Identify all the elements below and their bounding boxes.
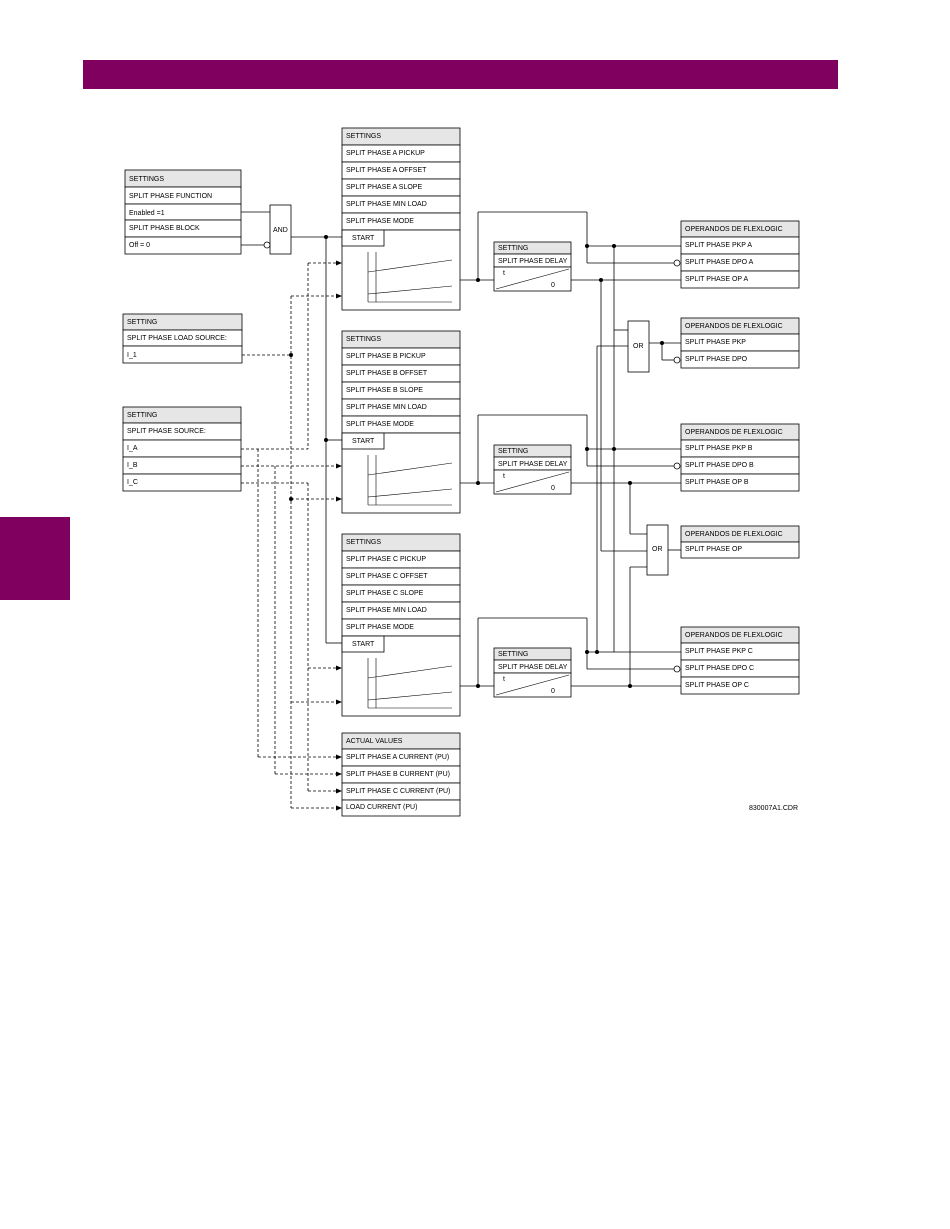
operand-op-a: SPLIT PHASE OP A xyxy=(685,276,748,283)
phase-source-ic: I_C xyxy=(127,479,138,486)
operand-pkp-c: SPLIT PHASE PKP C xyxy=(685,648,753,655)
section-tab xyxy=(0,517,70,600)
or-gate-op-label: OR xyxy=(652,546,663,553)
phase-c-min-load: SPLIT PHASE MIN LOAD xyxy=(346,607,427,614)
phase-source-label: SPLIT PHASE SOURCE: xyxy=(127,428,206,435)
settings-function-block: SETTINGS SPLIT PHASE FUNCTION Enabled =1… xyxy=(124,169,242,255)
or-gate-pkp: OR xyxy=(627,320,650,373)
operands-op-header: OPERANDOS DE FLEXLOGIC xyxy=(685,531,783,538)
phase-c-offset: SPLIT PHASE C OFFSET xyxy=(346,573,428,580)
delay-b-zero: 0 xyxy=(551,485,555,492)
delay-a-t: t xyxy=(503,270,505,277)
phase-source-block: SETTING SPLIT PHASE SOURCE: I_A I_B I_C xyxy=(122,406,242,492)
delay-c: SETTING SPLIT PHASE DELAY t 0 xyxy=(493,647,572,698)
phase-source-header: SETTING xyxy=(127,412,157,419)
or-gate-pkp-label: OR xyxy=(633,343,644,350)
operand-pkp-b: SPLIT PHASE PKP B xyxy=(685,445,753,452)
phase-c-slope: SPLIT PHASE C SLOPE xyxy=(346,590,424,597)
phase-c-start: START xyxy=(352,641,375,648)
delay-c-t: t xyxy=(503,676,505,683)
operands-c-header: OPERANDOS DE FLEXLOGIC xyxy=(685,632,783,639)
operand-dpo-b: SPLIT PHASE DPO B xyxy=(685,462,754,469)
delay-b-header: SETTING xyxy=(498,448,528,455)
block-value: Off = 0 xyxy=(129,242,150,249)
phase-c-mode: SPLIT PHASE MODE xyxy=(346,624,414,631)
phase-b-settings: SETTINGS SPLIT PHASE B PICKUP SPLIT PHAS… xyxy=(341,330,461,514)
phase-c-header: SETTINGS xyxy=(346,539,381,546)
phase-a-start: START xyxy=(352,235,375,242)
phase-b-offset: SPLIT PHASE B OFFSET xyxy=(346,370,428,377)
phase-b-min-load: SPLIT PHASE MIN LOAD xyxy=(346,404,427,411)
and-gate: AND xyxy=(269,204,292,255)
operand-pkp-a: SPLIT PHASE PKP A xyxy=(685,242,752,249)
and-gate-label: AND xyxy=(273,227,288,234)
delay-c-zero: 0 xyxy=(551,688,555,695)
operand-dpo: SPLIT PHASE DPO xyxy=(685,356,748,363)
or-gate-op: OR xyxy=(646,524,669,576)
delay-c-label: SPLIT PHASE DELAY xyxy=(498,664,568,671)
phase-b-pickup: SPLIT PHASE B PICKUP xyxy=(346,353,426,360)
phase-c-settings: SETTINGS SPLIT PHASE C PICKUP SPLIT PHAS… xyxy=(341,533,461,717)
header-band xyxy=(83,60,838,89)
actual-load-current: LOAD CURRENT (PU) xyxy=(346,804,417,811)
load-source-header: SETTING xyxy=(127,319,157,326)
delay-b-t: t xyxy=(503,473,505,480)
settings-header: SETTINGS xyxy=(129,176,164,183)
actual-c-current: SPLIT PHASE C CURRENT (PU) xyxy=(346,788,450,795)
phase-source-ia: I_A xyxy=(127,445,138,452)
operand-op-c: SPLIT PHASE OP C xyxy=(685,682,749,689)
delay-a-label: SPLIT PHASE DELAY xyxy=(498,258,568,265)
load-source-label: SPLIT PHASE LOAD SOURCE: xyxy=(127,335,227,342)
operands-pkp-header: OPERANDOS DE FLEXLOGIC xyxy=(685,323,783,330)
function-label: SPLIT PHASE FUNCTION xyxy=(129,193,212,200)
actual-b-current: SPLIT PHASE B CURRENT (PU) xyxy=(346,771,450,778)
phase-c-pickup: SPLIT PHASE C PICKUP xyxy=(346,556,426,563)
delay-a-zero: 0 xyxy=(551,282,555,289)
phase-a-mode: SPLIT PHASE MODE xyxy=(346,218,414,225)
phase-b-mode: SPLIT PHASE MODE xyxy=(346,421,414,428)
operand-op: SPLIT PHASE OP xyxy=(685,546,742,553)
delay-c-header: SETTING xyxy=(498,651,528,658)
delay-b: SETTING SPLIT PHASE DELAY t 0 xyxy=(493,444,572,495)
actual-a-current: SPLIT PHASE A CURRENT (PU) xyxy=(346,754,449,761)
operand-op-b: SPLIT PHASE OP B xyxy=(685,479,749,486)
actual-values-block: ACTUAL VALUES SPLIT PHASE A CURRENT (PU)… xyxy=(341,732,461,817)
delay-b-label: SPLIT PHASE DELAY xyxy=(498,461,568,468)
block-label: SPLIT PHASE BLOCK xyxy=(129,225,200,232)
phase-a-slope: SPLIT PHASE A SLOPE xyxy=(346,184,422,191)
phase-b-start: START xyxy=(352,438,375,445)
operands-a: OPERANDOS DE FLEXLOGIC SPLIT PHASE PKP A… xyxy=(680,220,800,289)
operands-a-header: OPERANDOS DE FLEXLOGIC xyxy=(685,226,783,233)
operand-pkp: SPLIT PHASE PKP xyxy=(685,339,746,346)
figure-code: 830007A1.CDR xyxy=(749,805,798,812)
phase-a-settings: SETTINGS SPLIT PHASE A PICKUP SPLIT PHAS… xyxy=(341,127,461,311)
load-source-value: I_1 xyxy=(127,352,137,359)
phase-a-pickup: SPLIT PHASE A PICKUP xyxy=(346,150,425,157)
phase-a-header: SETTINGS xyxy=(346,133,381,140)
phase-b-slope: SPLIT PHASE B SLOPE xyxy=(346,387,423,394)
operands-b-header: OPERANDOS DE FLEXLOGIC xyxy=(685,429,783,436)
phase-source-ib: I_B xyxy=(127,462,138,469)
operands-pkp-dpo: OPERANDOS DE FLEXLOGIC SPLIT PHASE PKP S… xyxy=(680,317,800,369)
delay-a-header: SETTING xyxy=(498,245,528,252)
phase-a-offset: SPLIT PHASE A OFFSET xyxy=(346,167,427,174)
operand-dpo-c: SPLIT PHASE DPO C xyxy=(685,665,754,672)
load-source-block: SETTING SPLIT PHASE LOAD SOURCE: I_1 xyxy=(122,313,243,364)
operands-b: OPERANDOS DE FLEXLOGIC SPLIT PHASE PKP B… xyxy=(680,423,800,492)
delay-a: SETTING SPLIT PHASE DELAY t 0 xyxy=(493,241,572,292)
operands-op: OPERANDOS DE FLEXLOGIC SPLIT PHASE OP xyxy=(680,525,800,559)
phase-b-header: SETTINGS xyxy=(346,336,381,343)
phase-a-min-load: SPLIT PHASE MIN LOAD xyxy=(346,201,427,208)
function-value: Enabled =1 xyxy=(129,210,165,217)
operand-dpo-a: SPLIT PHASE DPO A xyxy=(685,259,754,266)
operands-c: OPERANDOS DE FLEXLOGIC SPLIT PHASE PKP C… xyxy=(680,626,800,695)
actual-values-header: ACTUAL VALUES xyxy=(346,738,403,745)
